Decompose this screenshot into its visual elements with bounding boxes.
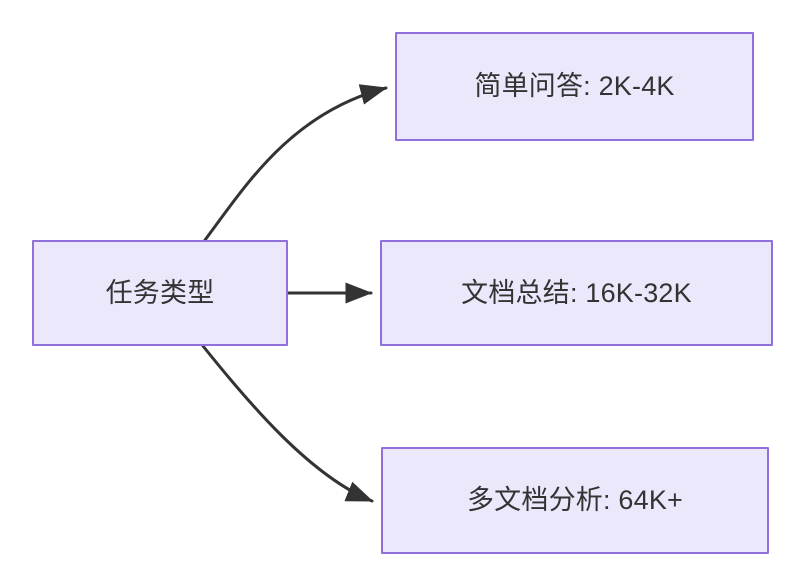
node-document-summary-label: 文档总结: 16K-32K (461, 277, 692, 308)
edge-root-to-task-3 (201, 344, 374, 503)
node-task-type-label: 任务类型 (105, 277, 215, 308)
node-document-summary[interactable]: 文档总结: 16K-32K (380, 240, 773, 346)
node-simple-qa-label: 简单问答: 2K-4K (474, 71, 675, 102)
node-task-type[interactable]: 任务类型 (32, 240, 288, 346)
node-simple-qa[interactable]: 简单问答: 2K-4K (395, 32, 754, 141)
node-multi-document-analysis-label: 多文档分析: 64K+ (466, 485, 683, 516)
node-multi-document-analysis[interactable]: 多文档分析: 64K+ (381, 447, 769, 554)
edge-root-to-task-1 (203, 84, 388, 242)
